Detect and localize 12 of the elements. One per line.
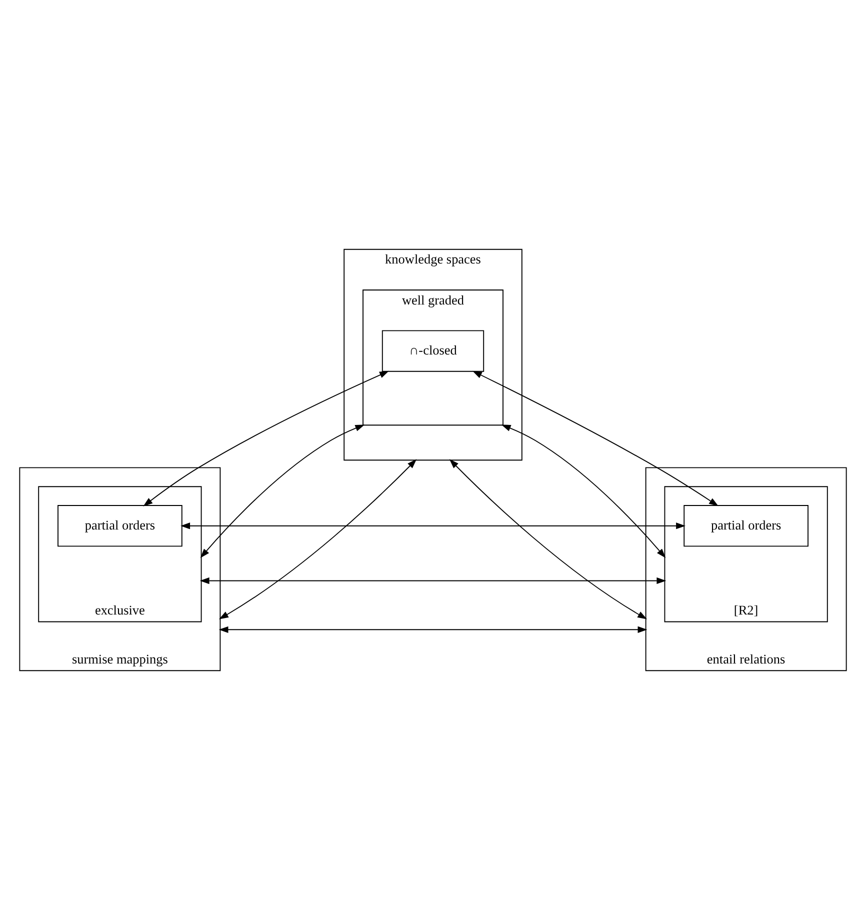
arrow <box>200 577 666 584</box>
node-box: partial orders <box>684 505 808 547</box>
node-box: ∩-closed <box>382 330 484 372</box>
arrow <box>218 626 648 633</box>
arrow <box>472 370 718 506</box>
node-box: partial orders <box>58 505 182 547</box>
arrow <box>200 424 365 558</box>
arrow <box>449 459 648 620</box>
arrow <box>501 424 666 558</box>
arrow <box>180 522 686 530</box>
arrow <box>218 459 417 620</box>
arrow <box>143 370 389 506</box>
